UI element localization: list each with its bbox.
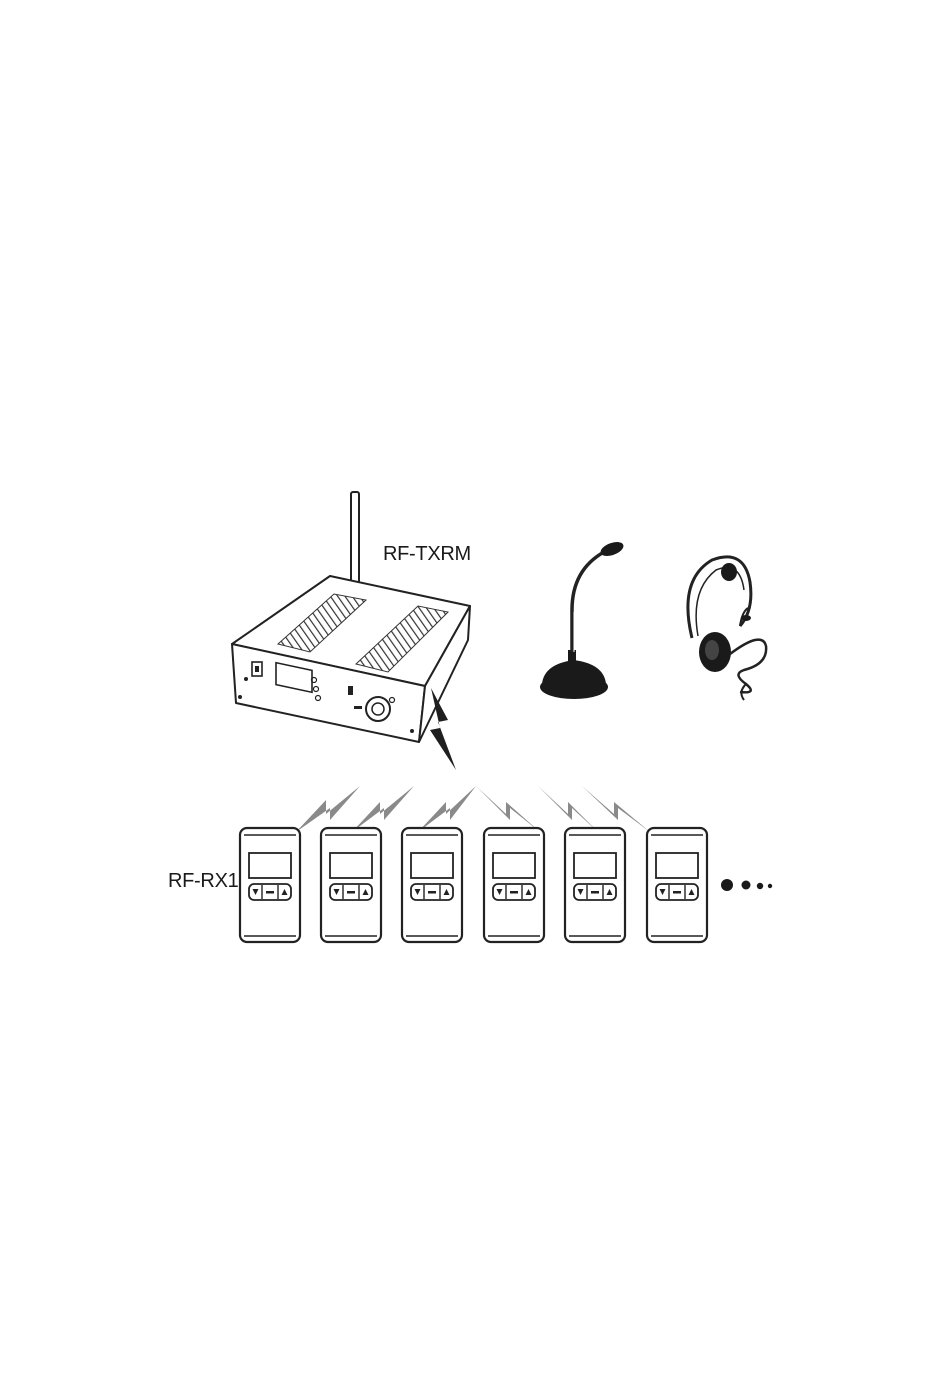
receiver-row (240, 828, 707, 942)
signal-bolt (538, 786, 598, 832)
receiver-display (493, 853, 535, 878)
antenna (351, 492, 359, 584)
receiver-display (330, 853, 372, 878)
signal-waves (296, 786, 650, 832)
transmitter-unit (232, 492, 470, 742)
transmitter-label: RF-TXRM (383, 543, 471, 566)
receiver-unit (565, 828, 625, 942)
receiver-buttons (411, 884, 453, 900)
receiver-display (656, 853, 698, 878)
receiver-unit (402, 828, 462, 942)
signal-bolt (476, 786, 540, 832)
receiver-unit (647, 828, 707, 942)
more-dots (721, 879, 772, 891)
signal-bolt (352, 786, 414, 832)
receiver-display (574, 853, 616, 878)
receiver-display (411, 853, 453, 878)
receiver-unit (240, 828, 300, 942)
receiver-buttons (574, 884, 616, 900)
signal-bolt (418, 786, 476, 832)
signal-bolt-main (430, 688, 456, 770)
signal-bolt (296, 786, 360, 832)
receiver-buttons (249, 884, 291, 900)
signal-bolt (582, 786, 650, 832)
receiver-unit (321, 828, 381, 942)
receiver-label: RF-RX1 (168, 870, 238, 893)
receiver-buttons (656, 884, 698, 900)
receiver-unit (484, 828, 544, 942)
receiver-buttons (493, 884, 535, 900)
receiver-display (249, 853, 291, 878)
headset (688, 557, 766, 700)
receiver-buttons (330, 884, 372, 900)
gooseneck-microphone (540, 539, 625, 699)
